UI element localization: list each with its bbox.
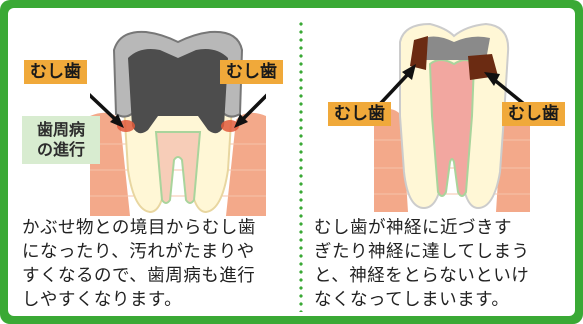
- arrow-left: [90, 93, 118, 122]
- cavity-label-right: むし歯: [220, 60, 283, 84]
- right-caption: むし歯が神経に近づきす ぎたり神経に達してしまう と、神経をとらないといけ なく…: [314, 218, 530, 310]
- periodontal-label: 歯周病 の進行: [22, 116, 100, 164]
- cavity-label-left: むし歯: [24, 60, 87, 84]
- cavity-left: [410, 36, 428, 70]
- crowned-tooth-illustration: [90, 30, 266, 216]
- content-panel: むし歯 むし歯 歯周病 の進行 かぶせ物との境目からむし歯 になったり、汚れがた…: [8, 8, 575, 316]
- arrow-right: [240, 93, 266, 122]
- core-post: [128, 49, 228, 134]
- arrow-left: [378, 70, 412, 106]
- left-caption: かぶせ物との境目からむし歯 になったり、汚れがたまりや すくなるので、歯周病も進…: [22, 218, 256, 310]
- gum: [90, 112, 266, 216]
- decayed-tooth-illustration: [374, 22, 530, 212]
- cavity-label-left-2: むし歯: [328, 102, 391, 126]
- cavity-spot-right: [221, 120, 239, 132]
- dotted-divider: [299, 20, 303, 312]
- arrow-right: [490, 76, 526, 106]
- filling: [420, 36, 490, 60]
- pulp: [428, 59, 476, 197]
- pulp: [154, 131, 202, 204]
- cavity-label-right-2: むし歯: [502, 102, 565, 126]
